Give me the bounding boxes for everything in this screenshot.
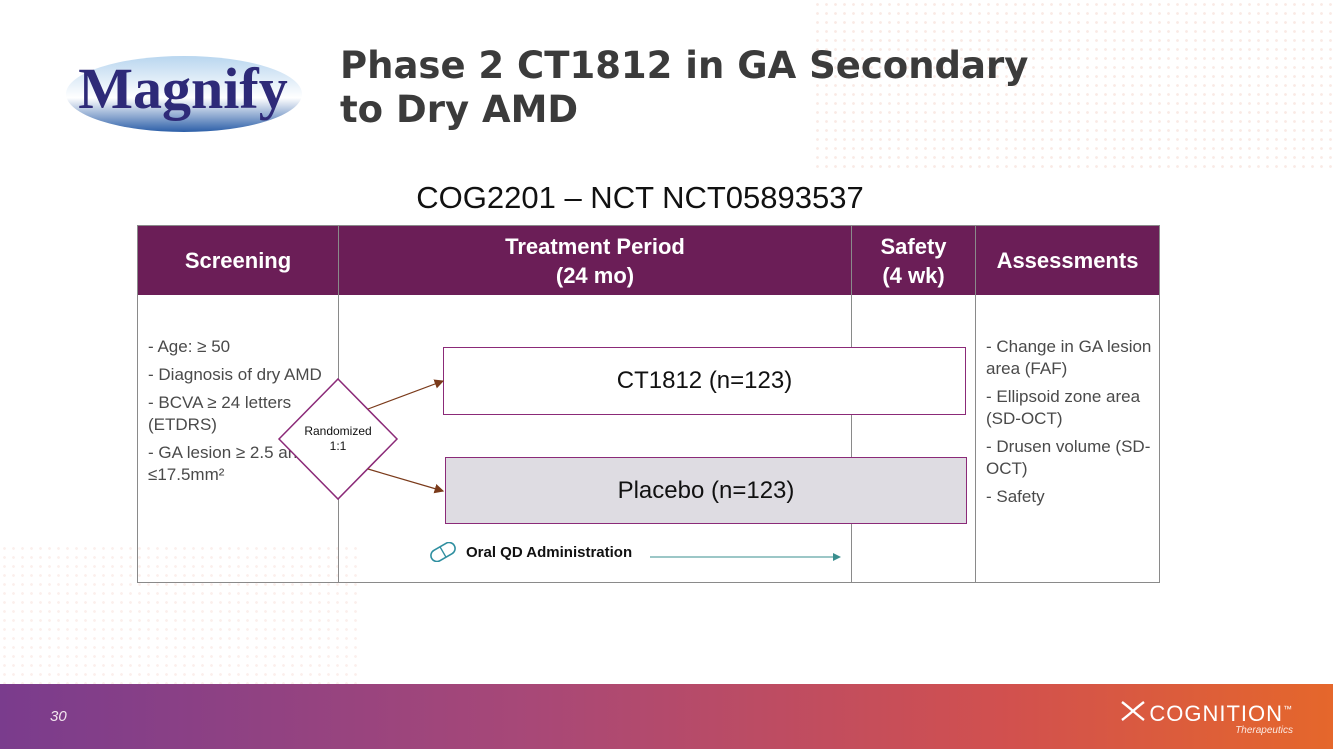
screening-item: - BCVA ≥ 24 letters (ETDRS) (148, 393, 292, 434)
header-safety: Safety (4 wk) (852, 226, 975, 295)
assessments-list: - Change in GA lesion area (FAF) - Ellip… (986, 336, 1161, 514)
title-line-2: to Dry AMD (340, 88, 579, 131)
screening-item: - Diagnosis of dry AMD (148, 365, 322, 384)
randomization-diagram (277, 377, 841, 561)
header-treatment-period: Treatment Period (24 mo) (339, 226, 851, 295)
screening-criteria-list: - Age: ≥ 50 - Diagnosis of dry AMD - BCV… (148, 336, 333, 492)
randomized-ratio: 1:1 (329, 439, 347, 453)
arm-ct1812: CT1812 (n=123) (443, 347, 966, 415)
footer-bar: 30 COGNITION ™ Therapeutics (0, 684, 1333, 749)
logo-text: Magnify (78, 56, 287, 121)
header-treatment-line2: (24 mo) (555, 262, 635, 288)
oral-administration-text: Oral QD Administration (466, 543, 633, 561)
study-design-table: Screening Treatment Period (24 mo) Safet… (137, 225, 1160, 583)
header-assessments: Assessments (976, 226, 1159, 295)
arrow-to-placebo (367, 468, 445, 494)
cognition-x-icon (1120, 700, 1146, 728)
oral-administration-label: Oral QD Administration (428, 541, 633, 563)
title-line-1: Phase 2 CT1812 in GA Secondary (340, 44, 1029, 87)
assessment-item: - Ellipsoid zone area (SD-OCT) (986, 387, 1141, 428)
screening-item: - GA lesion ≥ 2.5 and ≤17.5mm² (148, 443, 307, 484)
column-divider (975, 226, 976, 582)
header-treatment-line1: Treatment Period (505, 233, 685, 259)
page-number: 30 (50, 708, 67, 725)
decorative-dots-bottom-left (0, 544, 360, 684)
assessment-item: - Drusen volume (SD-OCT) (986, 437, 1151, 478)
assessment-item: - Change in GA lesion area (FAF) (986, 337, 1152, 378)
brand-tagline: Therapeutics (1235, 725, 1293, 736)
screening-item: - Age: ≥ 50 (148, 337, 231, 356)
header-safety-line2: (4 wk) (882, 262, 945, 288)
brand-name: COGNITION (1149, 701, 1283, 726)
randomized-diamond (277, 377, 399, 501)
randomized-label: Randomized 1:1 (288, 424, 388, 454)
pill-icon (428, 541, 458, 563)
assessment-item: - Safety (986, 487, 1045, 506)
study-id-subtitle: COG2201 – NCT NCT05893537 (416, 180, 864, 215)
arrow-to-ct1812 (367, 379, 445, 410)
magnify-logo: Magnify (52, 50, 314, 134)
header-screening: Screening (138, 226, 338, 295)
trademark-symbol: ™ (1283, 704, 1293, 714)
header-safety-line1: Safety (880, 233, 947, 259)
arm-placebo: Placebo (n=123) (445, 457, 967, 524)
page-title: Phase 2 CT1812 in GA Secondary to Dry AM… (340, 44, 1100, 132)
randomized-text: Randomized (304, 424, 372, 438)
cognition-logo: COGNITION ™ Therapeutics (1120, 700, 1293, 736)
decorative-dots-top-right (813, 0, 1333, 170)
